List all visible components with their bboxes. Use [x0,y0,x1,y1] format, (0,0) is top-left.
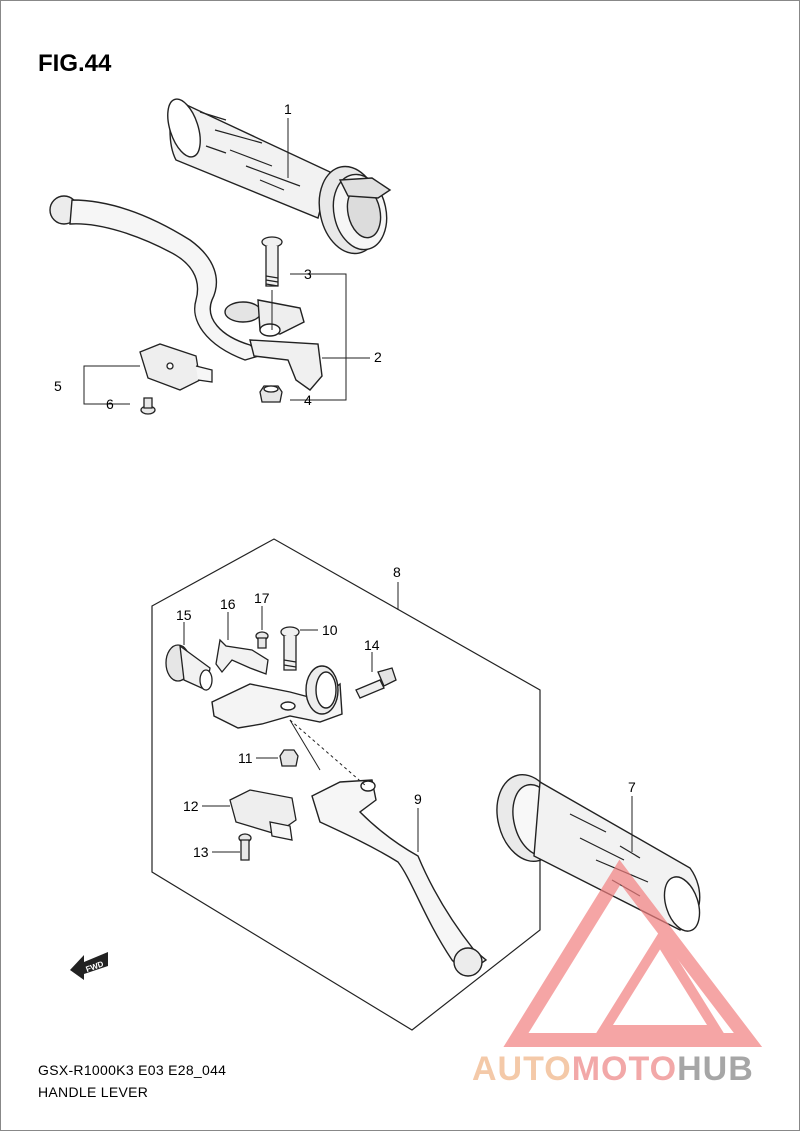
watermark-part-auto: AUTO [472,1050,572,1088]
figure-title: FIG.44 [38,50,112,77]
watermark-text: AUTOMOTOHUB [472,1050,754,1089]
callout-4: 4 [304,392,312,408]
upper-leader-lines [83,118,370,405]
callout-12: 12 [183,798,199,814]
callout-10: 10 [322,622,338,638]
watermark-part-moto: MOTO [571,1050,678,1088]
callout-6: 6 [106,396,114,412]
callout-8: 8 [393,564,401,580]
callout-13: 13 [193,844,209,860]
clutch-lever [311,779,488,977]
callout-5: 5 [54,378,62,394]
callout-7: 7 [628,779,636,795]
clutch-lever-nut [279,749,299,767]
spring-clip [215,638,269,675]
throttle-grip [167,98,392,255]
callout-1: 1 [284,101,292,117]
watermark-logo [503,859,763,1047]
model-code: GSX-R1000K3 E03 E28_044 [38,1062,227,1078]
callout-16: 16 [220,596,236,612]
callout-3: 3 [304,266,312,282]
assembly-outline [151,538,541,1031]
clutch-switch-screw [238,833,252,861]
pivot-bolt [261,236,283,287]
callout-17: 17 [254,590,270,606]
lower-leader-lines [183,606,633,853]
clutch-switch [229,789,297,841]
callout-15: 15 [176,607,192,623]
front-brake-lever [49,195,323,391]
clip-screw [255,631,269,649]
callout-9: 9 [414,791,422,807]
handlebar-grip [496,773,701,932]
brake-light-switch [139,343,213,391]
switch-screw [140,397,156,415]
clutch-pivot-bolt [280,626,300,671]
callout-2: 2 [374,349,382,365]
callout-numbers: 1 2 3 4 5 6 7 8 9 10 11 12 13 14 15 16 1… [54,101,636,860]
lock-nut [259,385,283,403]
holder-bolt [355,667,397,699]
watermark-part-hub: HUB [677,1050,754,1088]
adjuster-knob [165,644,213,691]
section-name: HANDLE LEVER [38,1084,149,1100]
clutch-lever-holder [211,665,343,729]
callout-11: 11 [238,750,253,766]
forward-direction-arrow: FWD [70,952,108,980]
callout-14: 14 [364,637,380,653]
